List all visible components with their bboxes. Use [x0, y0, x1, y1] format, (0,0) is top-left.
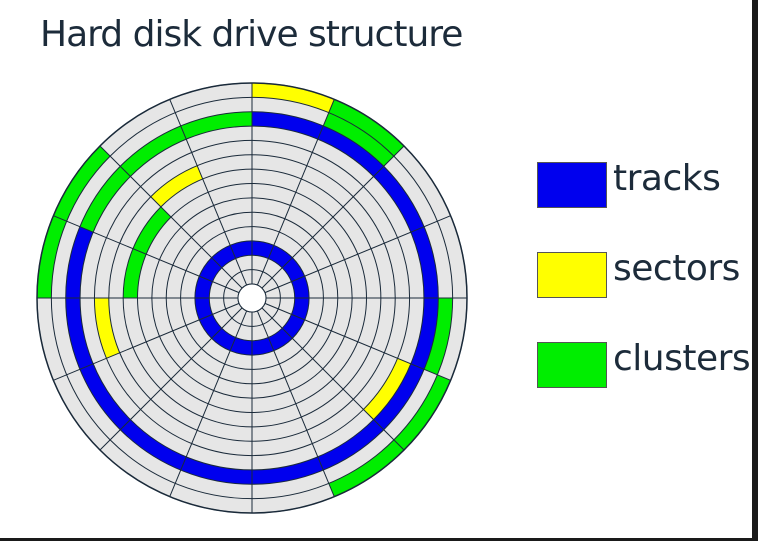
cluster-cell-4 — [424, 298, 453, 375]
cluster-cell-3 — [53, 145, 111, 222]
legend-label-tracks: tracks — [613, 158, 721, 199]
cluster-cell-9 — [180, 111, 252, 140]
cluster-cell-6 — [328, 439, 405, 497]
sector-boundary-15 — [169, 99, 248, 286]
sector-boundary-1 — [256, 99, 335, 286]
diagram-title: Hard disk drive structure — [40, 14, 463, 55]
sector-boundary-9 — [169, 310, 248, 497]
cluster-cell-7 — [79, 166, 131, 233]
cluster-cell-11 — [132, 206, 172, 255]
legend-swatch-sectors — [537, 252, 607, 298]
legend-swatch-tracks — [537, 162, 607, 208]
sector-boundary-7 — [256, 310, 335, 497]
sector-cell-3 — [150, 165, 203, 207]
sector-boundary-3 — [264, 215, 451, 294]
sector-cell-1 — [363, 358, 411, 420]
sector-boundary-11 — [53, 302, 240, 381]
cluster-cell-5 — [393, 374, 451, 451]
legend-swatch-clusters — [537, 342, 607, 388]
legend-label-clusters: clusters — [613, 338, 751, 379]
cluster-cell-8 — [120, 125, 187, 177]
sector-boundary-10 — [99, 307, 243, 451]
sector-boundary-5 — [264, 302, 451, 381]
sector-cell-0 — [252, 83, 335, 113]
sector-boundary-13 — [53, 215, 240, 294]
spindle-hole — [237, 283, 267, 313]
sector-boundary-14 — [99, 145, 243, 289]
window-edge-bottom — [0, 538, 758, 541]
platter-rim — [36, 82, 468, 514]
cluster-cell-2 — [37, 215, 67, 298]
cluster-cell-0 — [328, 99, 405, 157]
cluster-cell-1 — [323, 112, 394, 167]
window-edge-right — [752, 0, 758, 541]
sector-cell-2 — [94, 298, 120, 359]
sector-boundary-2 — [261, 145, 405, 289]
legend-label-sectors: sectors — [613, 248, 740, 289]
sector-boundary-6 — [261, 307, 405, 451]
